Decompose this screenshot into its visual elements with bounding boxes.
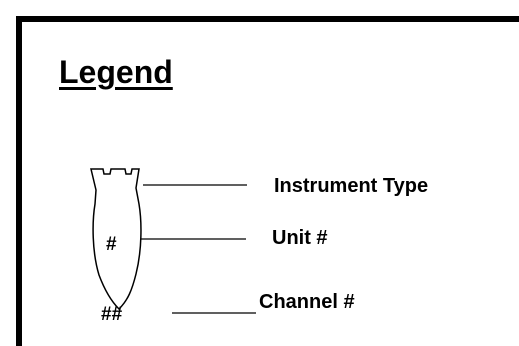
legend-title: Legend — [59, 54, 173, 90]
unit-number-symbol: # — [106, 234, 117, 255]
label-unit: Unit # — [272, 227, 328, 249]
label-instrument-type: Instrument Type — [274, 175, 429, 197]
instrument-outline-icon — [90, 168, 142, 311]
label-channel: Channel # — [259, 291, 355, 313]
channel-number-symbol: ## — [101, 304, 123, 325]
